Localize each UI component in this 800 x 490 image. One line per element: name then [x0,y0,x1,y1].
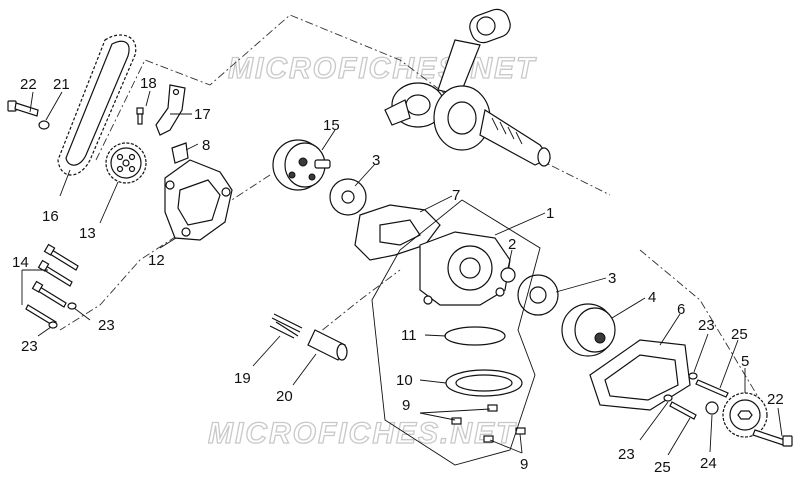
watermark-top: MICROFICHES.NET [228,52,537,85]
callout-11: 11 [401,327,417,344]
bolt-25-lower [669,401,697,420]
tensioner-8 [171,142,189,164]
callout-3-upper: 3 [372,152,380,169]
callout-5: 5 [741,353,749,370]
washer-23-d [663,394,673,402]
callout-22-right: 22 [767,391,784,408]
pump-group-outline [371,199,541,466]
callout-25-lower: 25 [654,459,671,476]
washer-23-a [67,302,77,310]
oil-pump-rotor-15 [272,139,331,191]
washer-24 [705,401,719,415]
sprocket [105,142,147,184]
callout-23-right-a: 23 [698,317,715,334]
callout-19: 19 [234,370,251,387]
callout-labels: 1 2 3 3 4 5 6 7 8 9 9 10 11 12 13 14 15 … [12,75,784,476]
callout-1: 1 [546,205,554,222]
plate-3-upper [329,178,367,216]
o-ring-2 [500,267,516,283]
piston-20 [307,329,348,361]
timing-chain [57,34,137,176]
callout-7: 7 [452,187,460,204]
callout-9-upper: 9 [402,397,410,414]
callout-12: 12 [148,252,165,269]
pump-body-1 [419,231,511,306]
callout-15: 15 [323,117,340,134]
callout-3-lower: 3 [608,270,616,287]
cover-6 [589,339,691,411]
callout-23-right-b: 23 [618,446,635,463]
leader-lines [21,90,783,456]
callout-24: 24 [700,455,717,472]
bolt-22-right [752,429,793,447]
bolt-18 [136,107,144,125]
bolt-25-upper [695,379,729,398]
washer-23-c [688,372,698,380]
gear-5 [722,392,768,438]
watermark-bottom: MICROFICHES.NET [208,417,517,450]
washer-23-b [48,321,58,329]
callout-2: 2 [508,236,516,253]
callout-16: 16 [42,208,59,225]
callout-18: 18 [140,75,157,92]
callout-13: 13 [79,225,96,242]
callout-21: 21 [53,76,70,93]
plate-3-lower [517,274,559,316]
gasket-11 [444,326,506,346]
spring-19 [269,313,303,339]
callout-6: 6 [677,301,685,318]
callout-25-upper: 25 [731,326,748,343]
callout-10: 10 [396,372,413,389]
rotor-4 [561,303,616,357]
callout-22-left: 22 [20,76,37,93]
callout-17: 17 [194,106,211,123]
callout-14: 14 [12,254,29,271]
callout-20: 20 [276,388,293,405]
callout-23-left-a: 23 [98,317,115,334]
gasket-10 [445,369,523,397]
callout-8: 8 [202,137,210,154]
crankshaft [384,8,551,167]
cover-12 [164,159,233,241]
callout-23-left-b: 23 [21,338,38,355]
callout-4: 4 [648,289,656,306]
gasket-7 [354,204,441,261]
bolts-14 [25,243,79,327]
chain-guide-17 [155,84,186,136]
washer-21 [38,120,50,130]
callout-9-lower: 9 [520,456,528,473]
bolt-22-left [7,100,39,117]
